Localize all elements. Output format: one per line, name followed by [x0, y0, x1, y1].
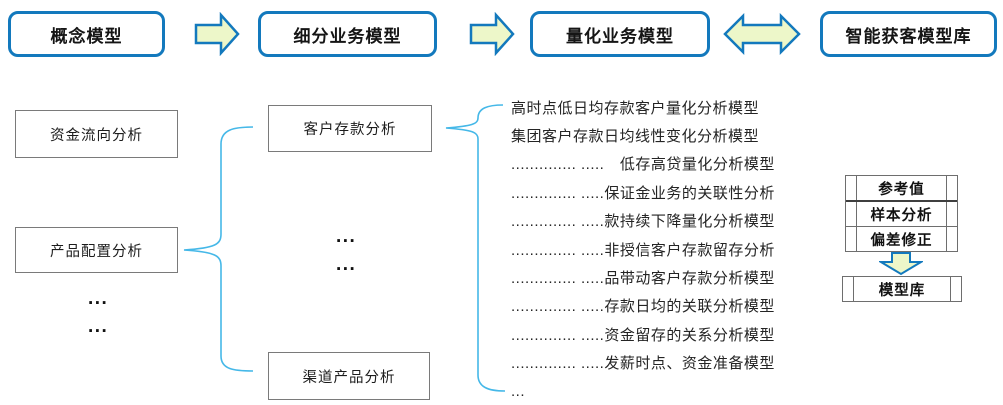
ellipsis: ... — [336, 226, 357, 247]
model-list-item: ... — [511, 382, 526, 400]
ellipsis: ... — [88, 316, 109, 337]
model-list-item: .............. .....存款日均的关联分析模型 — [511, 298, 775, 316]
calibration-row-label: 样本分析 — [870, 207, 933, 224]
box-fund-flow-analysis: 资金流向分析 — [15, 110, 178, 158]
table-side-cell — [846, 176, 857, 200]
right-arrow-icon — [194, 12, 240, 56]
calibration-row-reference-value: 参考值 — [846, 176, 957, 202]
table-side-cell — [946, 227, 957, 251]
model-library-label: 模型库 — [878, 282, 926, 299]
stage-box-concept-model: 概念模型 — [8, 11, 165, 57]
calibration-row-label: 参考值 — [878, 181, 925, 198]
brace-left — [183, 126, 254, 372]
table-side-cell — [843, 277, 854, 301]
model-list-item: .............. .....资金留存的关系分析模型 — [511, 326, 775, 344]
stage-box-segmented-business-model: 细分业务模型 — [258, 11, 437, 57]
box-product-config-analysis: 产品配置分析 — [15, 227, 178, 273]
model-list-item: .............. .....非授信客户存款留存分析 — [511, 241, 775, 259]
stage-box-quantified-business-model: 量化业务模型 — [530, 11, 710, 57]
model-list-item: .............. .....保证金业务的关联性分析 — [511, 184, 775, 202]
box-channel-product-analysis: 渠道产品分析 — [268, 352, 430, 400]
model-list-item: .............. .....款持续下降量化分析模型 — [511, 213, 775, 231]
table-side-cell — [950, 277, 961, 301]
ellipsis: ... — [88, 288, 109, 309]
stage-box-model-library: 智能获客模型库 — [820, 11, 997, 57]
model-list-item: .............. ..... 低存高贷量化分析模型 — [511, 156, 775, 174]
model-list-item: .............. .....品带动客户存款分析模型 — [511, 270, 775, 288]
table-side-cell — [846, 227, 857, 251]
model-list-item: .............. .....发薪时点、资金准备模型 — [511, 355, 775, 373]
model-list-item: 集团客户存款日均线性变化分析模型 — [511, 128, 760, 146]
table-side-cell — [946, 176, 957, 200]
calibration-row-label: 偏差修正 — [870, 232, 933, 249]
model-library-result-box: 模型库 — [842, 276, 962, 302]
table-side-cell — [846, 202, 857, 226]
double-arrow-icon — [723, 12, 801, 56]
table-side-cell — [946, 202, 957, 226]
box-customer-deposit-analysis: 客户存款分析 — [268, 105, 432, 152]
ellipsis: ... — [336, 254, 357, 275]
right-arrow-icon — [469, 12, 515, 56]
down-arrow-icon — [879, 252, 923, 276]
calibration-row-deviation-correction: 偏差修正 — [846, 227, 957, 251]
model-list-item: 高时点低日均存款客户量化分析模型 — [511, 99, 760, 117]
calibration-row-sample-analysis: 样本分析 — [846, 202, 957, 227]
calibration-table: 参考值 样本分析 偏差修正 — [845, 175, 958, 252]
model-list: 高时点低日均存款客户量化分析模型 集团客户存款日均线性变化分析模型 ......… — [511, 93, 891, 405]
brace-right — [445, 104, 506, 392]
